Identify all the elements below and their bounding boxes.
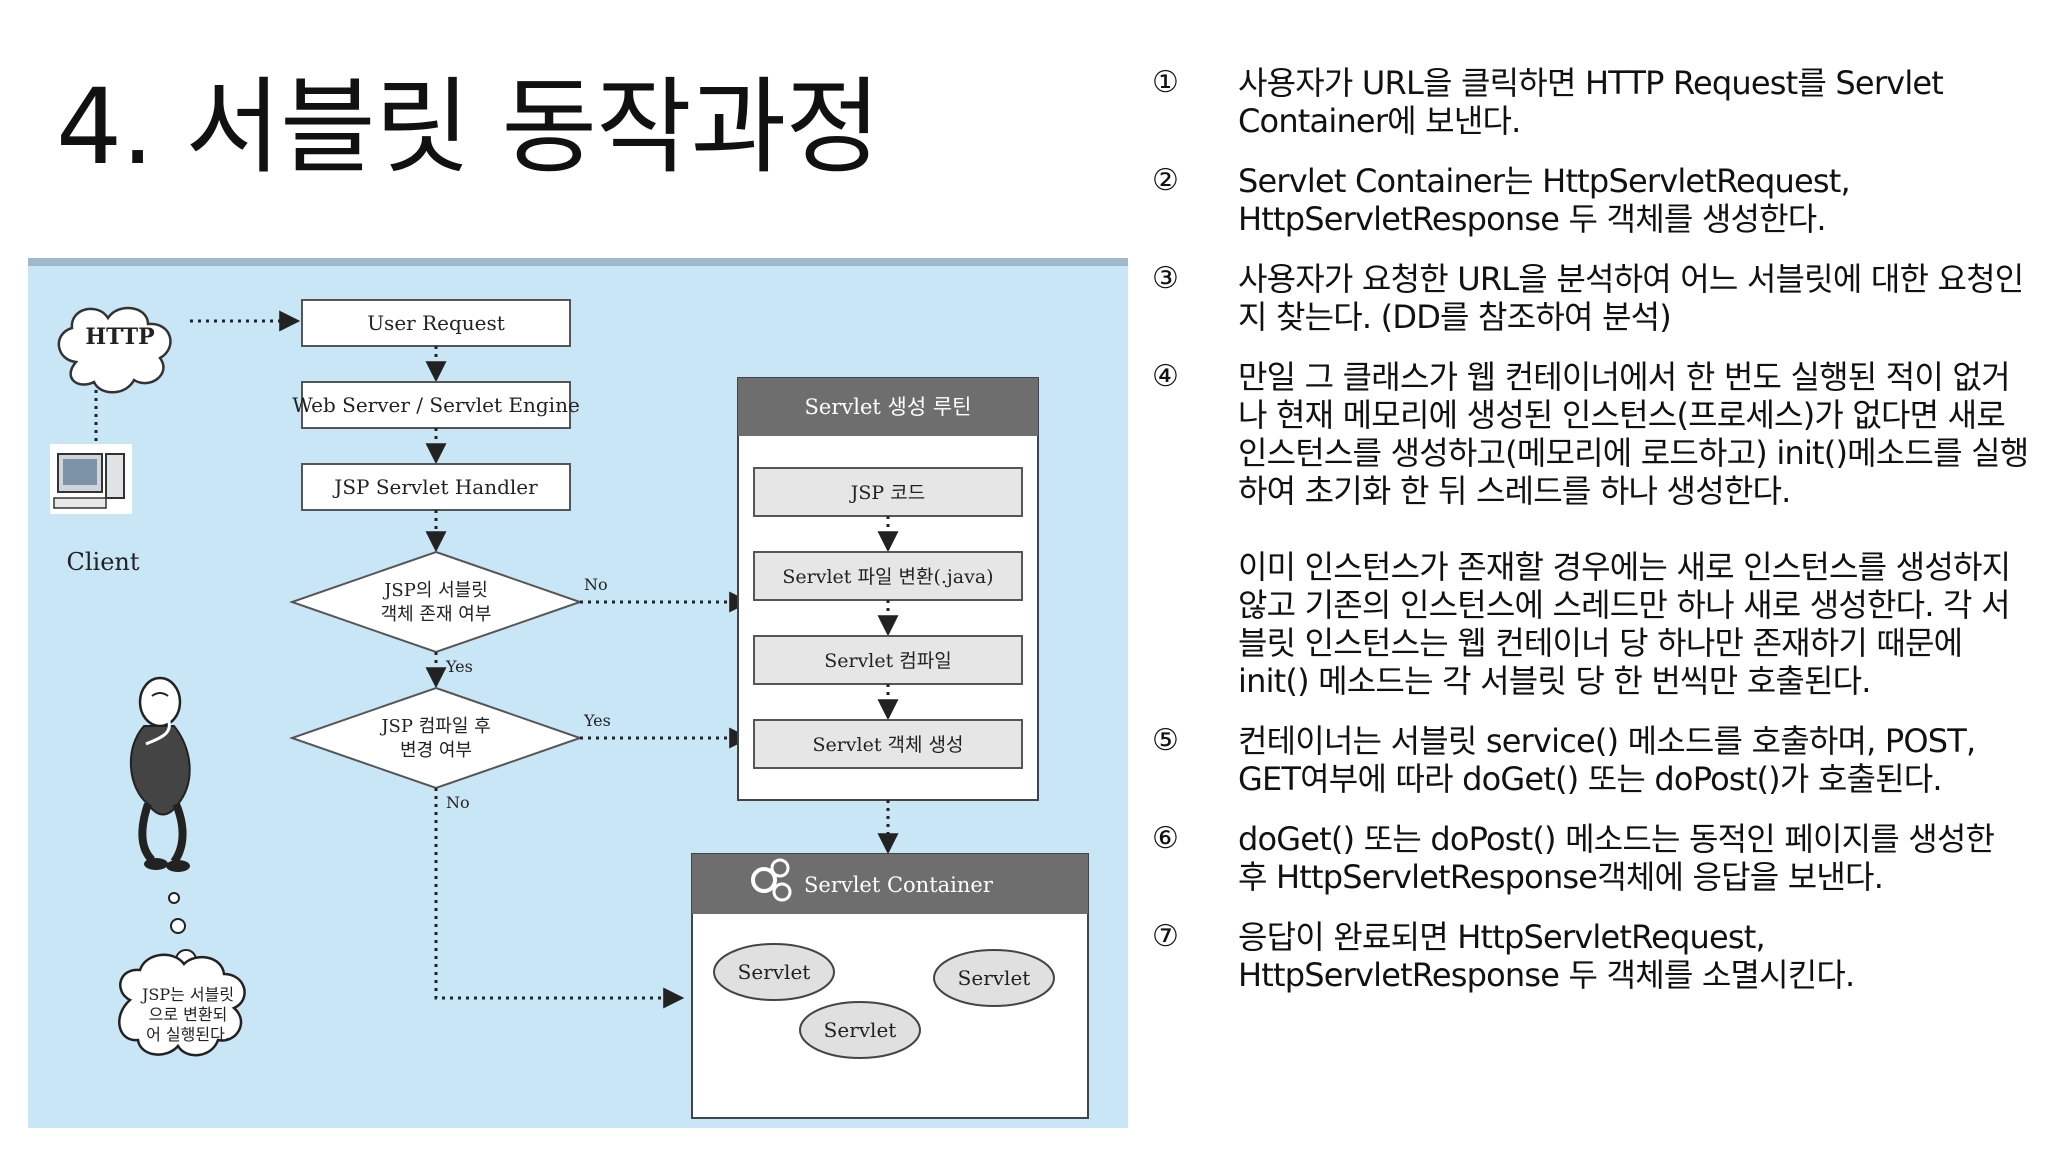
decision1-no: No <box>584 575 608 594</box>
servlet-instance <box>713 943 835 1001</box>
step-item: ⑤ 컨테이너는 서블릿 service() 메소드를 호출하며, POST, G… <box>1150 722 2030 798</box>
jsp-handler-box <box>301 463 571 511</box>
routine-step <box>753 467 1023 517</box>
step-item: ② Servlet Container는 HttpServletRequest,… <box>1150 162 2030 238</box>
slide-title: 4. 서블릿 동작과정 <box>56 66 881 188</box>
step-number: ⑦ <box>1152 919 1179 954</box>
step-text: 사용자가 요청한 URL을 분석하여 어느 서블릿에 대한 요청인지 찾는다. … <box>1238 260 2024 336</box>
step-number: ② <box>1152 163 1179 198</box>
http-cloud-icon: HTTP <box>57 306 172 394</box>
routine-step-label: Servlet 컴파일 <box>824 650 952 672</box>
step-text: doGet() 또는 doPost() 메소드는 동적인 페이지를 생성한 후 … <box>1238 820 1995 896</box>
routine-step <box>753 635 1023 685</box>
routine-header: Servlet 생성 루틴 <box>805 395 972 419</box>
decision1-line1: JSP의 서블릿 <box>382 580 488 601</box>
container-header: Servlet Container <box>804 873 994 897</box>
jsp-handler-label: JSP Servlet Handler <box>332 475 538 499</box>
user-request-label: User Request <box>367 311 505 335</box>
thought-line2: 으로 변환되 <box>149 1005 228 1024</box>
servlet-label: Servlet <box>958 966 1031 990</box>
client-computer-icon <box>50 444 132 514</box>
step-text: 이미 인스턴스가 존재할 경우에는 새로 인스턴스를 생성하지 않고 기존의 인… <box>1238 548 2011 700</box>
step-text: 응답이 완료되면 HttpServletRequest, HttpServlet… <box>1238 918 1855 994</box>
web-server-box <box>301 381 571 429</box>
decision2-no: No <box>446 793 470 812</box>
servlet-label: Servlet <box>824 1018 897 1042</box>
routine-step-label: Servlet 파일 변환(.java) <box>782 566 993 588</box>
thinking-person-icon <box>130 676 191 872</box>
servlet-flow-diagram: HTTP Client User Request Web Server / Se… <box>28 258 1128 1128</box>
step-item: ① 사용자가 URL을 클릭하면 HTTP Request를 Servlet C… <box>1150 64 2030 140</box>
client-label: Client <box>66 548 139 576</box>
step-item: ③ 사용자가 요청한 URL을 분석하여 어느 서블릿에 대한 요청인지 찾는다… <box>1150 260 2030 336</box>
step-item: ④ 만일 그 클래스가 웹 컨테이너에서 한 번도 실행된 적이 없거나 현재 … <box>1150 358 2030 700</box>
step-number: ⑥ <box>1152 821 1179 856</box>
decision2-line2: 변경 여부 <box>400 740 472 761</box>
step-number: ⑤ <box>1152 723 1179 758</box>
step-item: ⑥ doGet() 또는 doPost() 메소드는 동적인 페이지를 생성한 … <box>1150 820 2030 896</box>
decision2-line1: JSP 컴파일 후 <box>379 716 490 737</box>
step-number: ① <box>1152 65 1179 100</box>
routine-step <box>753 719 1023 769</box>
gears-icon <box>751 858 792 902</box>
servlet-container-panel: Servlet Container Servlet Servlet Servle… <box>691 853 1089 1119</box>
routine-step <box>753 551 1023 601</box>
servlet-instance <box>799 1001 921 1059</box>
steps-list: ① 사용자가 URL을 클릭하면 HTTP Request를 Servlet C… <box>1150 64 2030 1016</box>
thought-cloud: JSP는 서블릿 으로 변환되 어 실행된다. <box>118 953 246 1057</box>
decision1-line2: 객체 존재 여부 <box>381 604 492 625</box>
routine-step-label: Servlet 객체 생성 <box>812 734 963 756</box>
thought-line1: JSP는 서블릿 <box>140 985 234 1004</box>
servlet-instance <box>933 949 1055 1007</box>
step-text: 사용자가 URL을 클릭하면 HTTP Request를 Servlet Con… <box>1238 64 1944 140</box>
step-item: ⑦ 응답이 완료되면 HttpServletRequest, HttpServl… <box>1150 918 2030 994</box>
web-server-label: Web Server / Servlet Engine <box>292 393 580 417</box>
thought-line3: 어 실행된다. <box>146 1025 230 1044</box>
step-text: 컨테이너는 서블릿 service() 메소드를 호출하며, POST, GET… <box>1238 722 1976 798</box>
cloud-label: HTTP <box>85 324 154 350</box>
decision1-yes: Yes <box>445 657 473 676</box>
servlet-label: Servlet <box>738 960 811 984</box>
decision2-yes: Yes <box>583 711 611 730</box>
step-number: ③ <box>1152 261 1179 296</box>
step-number: ④ <box>1152 359 1179 394</box>
step-text: 만일 그 클래스가 웹 컨테이너에서 한 번도 실행된 적이 없거나 현재 메모… <box>1238 358 2029 510</box>
step-text: Servlet Container는 HttpServletRequest, H… <box>1238 162 1851 238</box>
servlet-routine-panel: Servlet 생성 루틴 JSP 코드 Servlet 파일 변환(.java… <box>737 377 1039 801</box>
routine-step-label: JSP 코드 <box>849 482 925 504</box>
